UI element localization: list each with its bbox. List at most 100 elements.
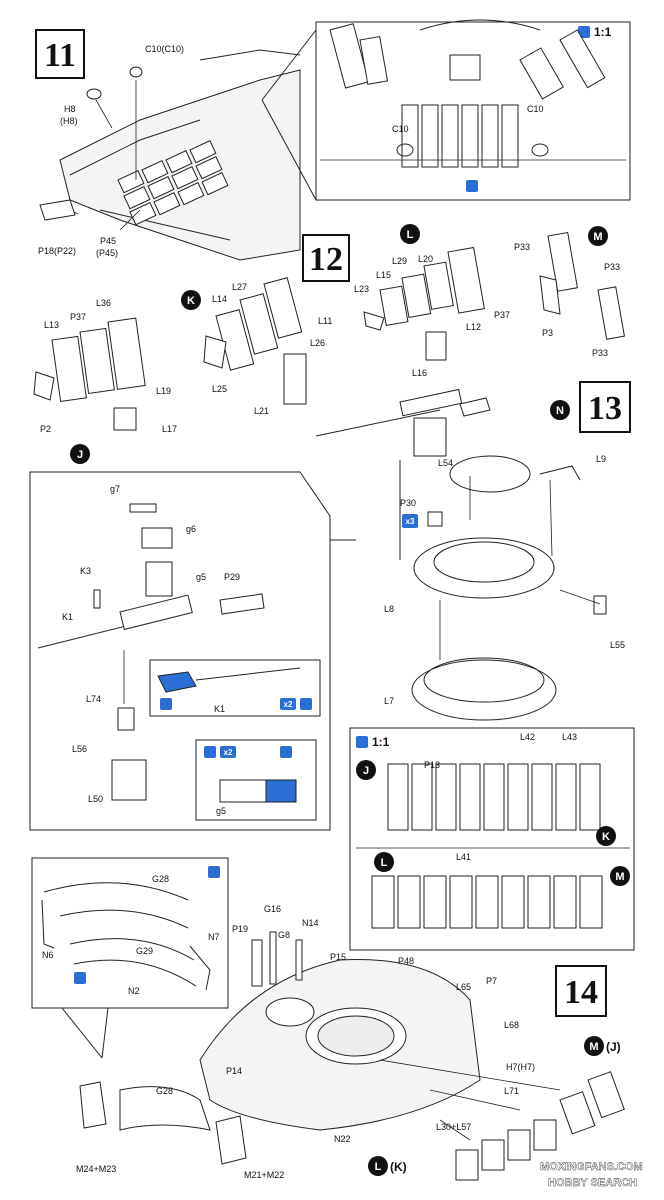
- label-l27: L27: [232, 282, 247, 292]
- label-l26: L26: [310, 338, 325, 348]
- label-l8: L8: [384, 604, 394, 614]
- label-l14: L14: [212, 294, 227, 304]
- marker-j-paren: (J): [606, 1040, 621, 1054]
- armor-side-panel: 1:1 J K L M: [349, 727, 635, 951]
- label-g5: g5: [196, 572, 206, 582]
- paint-brush-icon: [208, 866, 220, 878]
- label-g16: G16: [264, 904, 281, 914]
- label-m21m22: M21+M22: [244, 1170, 284, 1180]
- marker-m: [588, 226, 608, 246]
- label-l20: L20: [418, 254, 433, 264]
- label-l55: L55: [610, 640, 625, 650]
- label-l16: L16: [412, 368, 427, 378]
- step-12: 12 L 13 P37 L36 L19 P2 L17 J K L14 L27 L1…: [33, 224, 625, 464]
- rail-shapes: [41, 882, 211, 991]
- step-11: 11: [35, 29, 301, 261]
- marker-k-14: K: [602, 831, 610, 843]
- label-p37a: P37: [70, 312, 86, 322]
- paint-brush-icon: [356, 736, 368, 748]
- marker-k: [181, 290, 201, 310]
- label-c10-b: C10: [527, 104, 544, 114]
- step-11-detail-panel: 1:1 C10 C10: [261, 19, 631, 201]
- armor-set-k: [203, 277, 307, 405]
- step-13: 13 N L54 L9 P30: [315, 381, 631, 721]
- label-l54: L54: [438, 458, 453, 468]
- gun-detail-panel: g7 g6 K3 g5 P29 K1 L74 L56 L50 K1 x2 x2 …: [29, 471, 356, 831]
- label-l65: L65: [456, 982, 471, 992]
- watermark-site: MOXINGFANS.COM: [540, 1161, 643, 1173]
- rail-detail-panel: G28 N6 G29 N7 N2: [31, 857, 229, 1059]
- armor-set-l: [363, 246, 485, 361]
- step-12-number: 12: [309, 241, 343, 278]
- label-l19: L19: [156, 386, 171, 396]
- armor-row-bottom: [371, 875, 603, 929]
- side-armor-strip: [455, 1071, 625, 1181]
- label-n7: N7: [208, 932, 220, 942]
- label-p19: P19: [232, 924, 248, 934]
- label-g29: G29: [136, 946, 153, 956]
- label-g7: g7: [110, 484, 120, 494]
- marker-j: [70, 444, 90, 464]
- marker-k-label: K: [187, 295, 195, 307]
- scale-label-11: 1:1: [594, 25, 612, 39]
- step-11-number: 11: [44, 37, 76, 74]
- label-l17: L17: [162, 424, 177, 434]
- armor-row-top: [387, 763, 601, 831]
- label-p33a: P33: [514, 242, 530, 252]
- label-p30: P30: [400, 498, 416, 508]
- label-p7: P7: [486, 976, 497, 986]
- marker-m-label: M: [593, 231, 602, 243]
- label-l25: L25: [212, 384, 227, 394]
- marker-l: [400, 224, 420, 244]
- turret-body: [79, 931, 481, 1165]
- label-l68: L68: [504, 1020, 519, 1030]
- k1-stock-painted: [157, 671, 197, 693]
- label-l12: L12: [466, 322, 481, 332]
- label-l50: L50: [88, 794, 103, 804]
- h8-part-shape: [86, 88, 102, 100]
- label-l42: L42: [520, 732, 535, 742]
- quantity-x3-label: x3: [406, 517, 415, 526]
- label-l30l57: L30+L57: [436, 1122, 471, 1132]
- label-n22: N22: [334, 1134, 351, 1144]
- p18-part-shape: [39, 199, 76, 221]
- marker-l-label: L: [407, 229, 414, 241]
- marker-l-k: L: [375, 1161, 382, 1173]
- paint-brush-icon: [300, 698, 312, 710]
- label-h8p: (H8): [60, 116, 78, 126]
- label-c10c10: C10(C10): [145, 44, 184, 54]
- step-13-number: 13: [588, 390, 622, 427]
- label-l41: L41: [456, 852, 471, 862]
- marker-k-paren: (K): [390, 1160, 407, 1174]
- step-14-box: [555, 965, 607, 1017]
- label-h8: H8: [64, 104, 76, 114]
- label-l56: L56: [72, 744, 87, 754]
- label-l36: L36: [96, 298, 111, 308]
- label-p29: P29: [224, 572, 240, 582]
- label-k1-inset: K1: [214, 704, 225, 714]
- step-14: 14 G16 P19 G8: [76, 904, 625, 1181]
- label-p13: P13: [424, 760, 440, 770]
- label-k3: K3: [80, 566, 91, 576]
- marker-j-label: J: [77, 449, 83, 461]
- label-l11: L11: [318, 316, 332, 326]
- gun-parts: [37, 503, 265, 801]
- glue-icon: [466, 180, 478, 192]
- step-11-box: [35, 29, 85, 79]
- marker-n-label: N: [556, 405, 564, 417]
- label-g28: G28: [152, 874, 169, 884]
- marker-m-j: M: [589, 1041, 598, 1053]
- quantity-x2b-label: x2: [224, 748, 233, 757]
- label-l15: L15: [376, 270, 391, 280]
- label-p2: P2: [40, 424, 51, 434]
- label-g6: g6: [186, 524, 196, 534]
- glue-icon: [280, 746, 292, 758]
- step-13-machine-gun: [315, 388, 491, 560]
- label-l74: L74: [86, 694, 101, 704]
- label-p3: P3: [542, 328, 553, 338]
- scale-label-14: 1:1: [372, 735, 390, 749]
- marker-l-14: L: [381, 857, 388, 869]
- paint-brush-icon: [578, 26, 590, 38]
- label-m24m23: M24+M23: [76, 1164, 116, 1174]
- label-l21: L21: [254, 406, 269, 416]
